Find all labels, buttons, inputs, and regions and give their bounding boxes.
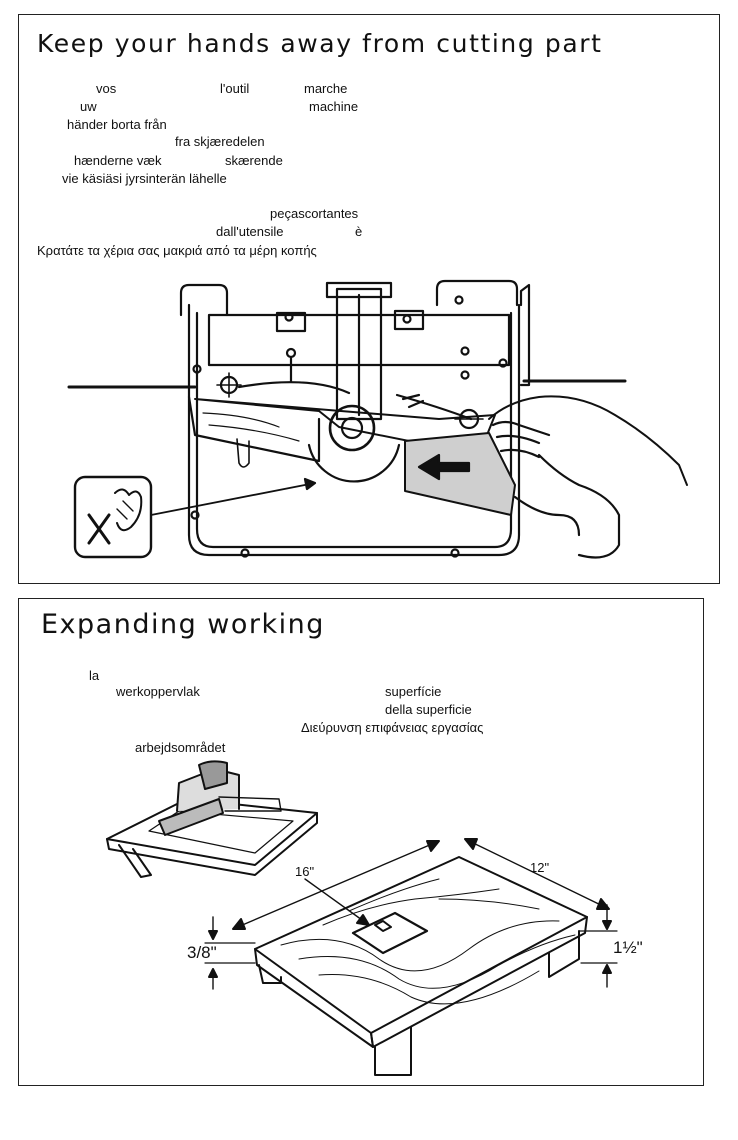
text-fragment: fra skjæredelen <box>175 134 265 149</box>
text-fragment: Κρατάτε τα χέρια σας μακριά από τα μέρη … <box>37 243 317 258</box>
router-table-illustration <box>67 279 688 559</box>
text-fragment: superfície <box>385 684 442 699</box>
warning-title: Keep your hands away from cutting part <box>37 29 603 58</box>
text-fragment: l'outil <box>220 81 250 96</box>
text-fragment: vie käsiäsi jyrsinterän lähelle <box>62 171 227 186</box>
expanded-board-illustration <box>106 760 618 1076</box>
text-fragment: dall'utensile <box>216 224 284 239</box>
text-fragment: uw <box>80 99 97 114</box>
text-fragment: della superficie <box>385 702 472 717</box>
expanding-panel: Expanding working la werkoppervlak super… <box>18 598 704 1086</box>
text-fragment: händer borta från <box>67 117 167 132</box>
text-fragment: è <box>355 224 363 239</box>
text-fragment: machine <box>309 99 359 114</box>
text-fragment: la <box>89 668 100 683</box>
text-fragment: hænderne væk <box>74 153 162 168</box>
warning-panel: Keep your hands away from cutting part v… <box>18 14 720 584</box>
dimension-top-thickness: 3/8" <box>187 943 217 962</box>
text-fragment: marche <box>304 81 348 96</box>
text-fragment: werkoppervlak <box>116 684 200 699</box>
dimension-leg-height: 1½" <box>613 938 643 957</box>
text-fragment: Διεύρυνση επιφάνειας εργασίας <box>301 720 484 735</box>
text-fragment: vos <box>96 81 117 96</box>
text-fragment: peçascortantes <box>270 206 359 221</box>
text-fragment: arbejdsområdet <box>135 740 226 755</box>
text-fragment: skærende <box>225 153 283 168</box>
expanding-title: Expanding working <box>41 609 325 640</box>
dimension-length: 16" <box>295 864 315 879</box>
dimension-width: 12" <box>530 860 550 875</box>
